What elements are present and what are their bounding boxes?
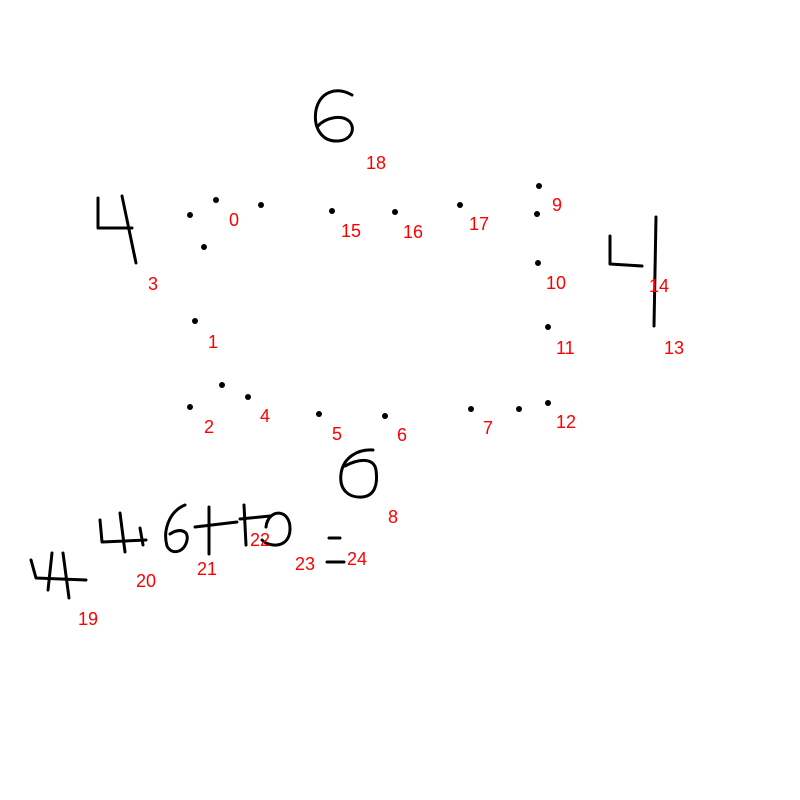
handwritten-4-right (608, 215, 658, 328)
dot (468, 406, 474, 412)
label-11: 11 (556, 338, 575, 358)
dot (187, 212, 193, 218)
label-23: 23 (295, 554, 315, 574)
label-5: 5 (332, 424, 342, 444)
handwritten-44676 (29, 503, 292, 600)
label-24: 24 (347, 549, 367, 569)
dot (258, 202, 264, 208)
dot (213, 197, 219, 203)
dot (201, 244, 207, 250)
dot (187, 404, 193, 410)
label-13: 13 (664, 338, 684, 358)
label-22: 22 (250, 530, 270, 550)
label-12: 12 (556, 412, 576, 432)
dot (316, 411, 322, 417)
dot (535, 260, 541, 266)
dot (534, 211, 540, 217)
dots (187, 183, 551, 419)
label-7: 7 (483, 418, 493, 438)
label-4: 4 (260, 406, 270, 426)
label-0: 0 (229, 210, 239, 230)
dot (382, 413, 388, 419)
label-18: 18 (366, 153, 386, 173)
dot (516, 406, 522, 412)
dot (329, 208, 335, 214)
handwritten-strokes (29, 89, 658, 600)
short-dash (325, 536, 346, 564)
label-16: 16 (403, 222, 423, 242)
label-9: 9 (552, 195, 562, 215)
dot (545, 400, 551, 406)
dot (545, 324, 551, 330)
dot (245, 394, 251, 400)
label-19: 19 (78, 609, 98, 629)
label-2: 2 (204, 417, 214, 437)
label-8: 8 (388, 507, 398, 527)
label-14: 14 (649, 276, 669, 296)
label-10: 10 (546, 273, 566, 293)
handwritten-6-bottom (339, 448, 379, 499)
handwritten-6-top (313, 89, 354, 143)
dot (219, 382, 225, 388)
dot (536, 183, 542, 189)
label-6: 6 (397, 425, 407, 445)
dot (457, 202, 463, 208)
dot (392, 209, 398, 215)
label-3: 3 (148, 274, 158, 294)
label-15: 15 (341, 221, 361, 241)
label-1: 1 (208, 332, 218, 352)
number-labels: 0 1 2 3 4 5 6 7 8 9 10 11 12 13 14 15 16… (78, 153, 684, 629)
label-20: 20 (136, 571, 156, 591)
dot (192, 318, 198, 324)
handwritten-4-left (96, 194, 138, 265)
label-17: 17 (469, 214, 489, 234)
label-21: 21 (197, 559, 217, 579)
